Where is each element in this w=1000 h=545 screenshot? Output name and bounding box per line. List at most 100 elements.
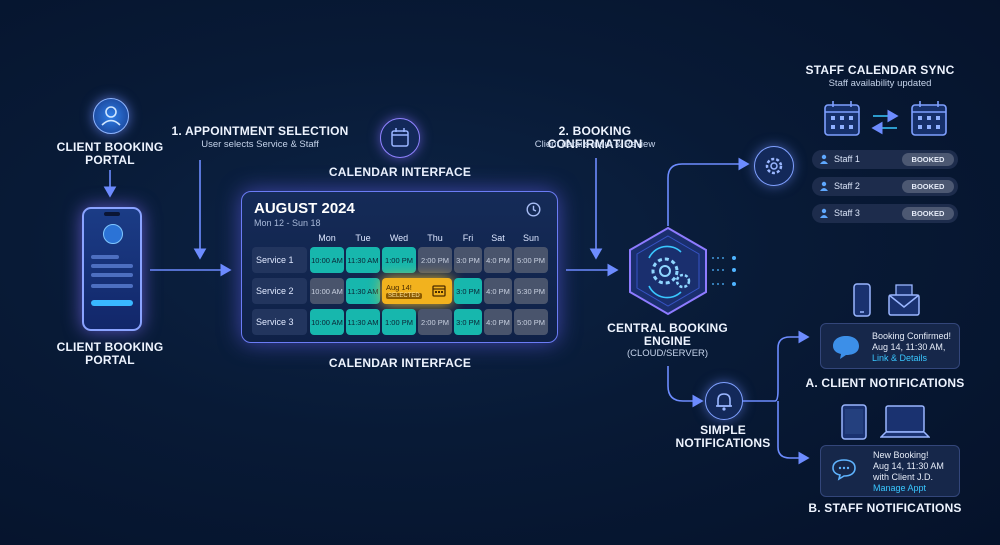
slot-time: 5:00 PM	[517, 317, 545, 327]
time-slot[interactable]: 4:0 PM	[484, 278, 512, 304]
tablet-icon	[841, 404, 867, 440]
phone-avatar-icon	[103, 224, 123, 244]
day-header: Thu	[427, 233, 443, 243]
time-slot[interactable]: 4:0 PM	[484, 309, 512, 335]
time-slot[interactable]: 5:00 PM	[514, 309, 548, 335]
time-slot[interactable]: 2:00 PM	[418, 247, 452, 273]
sync-title: STAFF CALENDAR SYNC	[805, 63, 955, 77]
slot-time: 2:00 PM	[421, 317, 449, 327]
staff-name: Staff 1	[834, 154, 860, 164]
staff-notification-card: New Booking! Aug 14, 11:30 AM with Clien…	[820, 445, 960, 497]
slot-time: 11:30 AM	[347, 286, 379, 296]
time-slot[interactable]: 11:30 AM	[346, 247, 380, 273]
portal-top-label: CLIENT BOOKING PORTAL	[56, 140, 164, 167]
time-slot[interactable]: 3:0 PM	[454, 309, 482, 335]
staff-calendar-icon	[824, 101, 860, 136]
staff-notifications-label: B. STAFF NOTIFICATIONS	[808, 501, 962, 515]
simple-notifications-label: SIMPLE NOTIFICATIONS	[675, 423, 771, 450]
slot-time: 10:00 AM	[311, 255, 343, 265]
staff-notif-line3: with Client J.D.	[873, 472, 934, 482]
day-header: Wed	[389, 233, 409, 243]
calendar-month: AUGUST 2024	[254, 200, 355, 217]
staff-notif-line1: New Booking!	[873, 450, 929, 460]
day-header: Sun	[522, 233, 539, 243]
client-notif-link[interactable]: Link & Details	[872, 353, 928, 363]
selected-time-slot[interactable]: Aug 14!SELECTED	[382, 278, 452, 304]
time-slot[interactable]: 10:00 AM	[310, 278, 344, 304]
time-slot[interactable]: 3:0 PM	[454, 247, 482, 273]
day-header: Mon	[318, 233, 336, 243]
email-envelope-icon	[888, 284, 920, 316]
smartphone-icon	[853, 283, 871, 317]
engine-sub: (CLOUD/SERVER)	[626, 348, 709, 359]
phone-mockup	[82, 207, 142, 331]
chat-bubbles-icon	[832, 459, 856, 481]
slot-time: 1:00 PM	[385, 255, 413, 265]
time-slot[interactable]: 11:30 AM	[346, 278, 380, 304]
slot-time: 11:30 AM	[347, 255, 379, 265]
client-notif-line1: Booking Confirmed!	[872, 331, 952, 341]
phone-submit-button	[91, 300, 133, 306]
slot-time: 5:30 PM	[517, 286, 545, 296]
step2-desc: Client details input & Review	[534, 139, 656, 150]
staff-name: Staff 3	[834, 208, 860, 218]
slot-time: 1:00 PM	[385, 317, 413, 327]
staff-notif-line2: Aug 14, 11:30 AM	[873, 461, 944, 471]
step2-title: 2. BOOKING CONFIRMATION	[547, 124, 643, 151]
client-notification-card: Booking Confirmed! Aug 14, 11:30 AM, Lin…	[820, 323, 960, 369]
step1-desc: User selects Service & Staff	[201, 139, 319, 150]
calendar-range: Mon 12 - Sun 18	[254, 218, 321, 228]
slot-time: 2:00 PM	[421, 255, 449, 265]
slot-time: 10:00 AM	[311, 286, 343, 296]
person-icon	[820, 208, 828, 218]
slot-time: 4:0 PM	[486, 255, 510, 265]
selected-badge: SELECTED	[386, 293, 422, 299]
calendar-bottom-label: CALENDAR INTERFACE	[328, 356, 472, 370]
day-header: Sat	[491, 233, 505, 243]
calendar-card: AUGUST 2024 Mon 12 - Sun 18 Mon Tue Wed Thu…	[241, 191, 558, 343]
slot-time: 5:00 PM	[517, 255, 545, 265]
slot-time: 4:0 PM	[486, 317, 510, 327]
time-slot[interactable]: 2:00 PM	[418, 309, 452, 335]
time-slot[interactable]: 10:00 AM	[310, 309, 344, 335]
day-header: Fri	[462, 233, 474, 243]
time-slot[interactable]: 11:30 AM	[346, 309, 380, 335]
time-slot[interactable]: 4:0 PM	[484, 247, 512, 273]
service-label: Service 2	[252, 278, 307, 304]
booked-badge: BOOKED	[902, 207, 954, 220]
time-slot[interactable]: 5:30 PM	[514, 278, 548, 304]
time-slot[interactable]: 1:00 PM	[382, 309, 416, 335]
step1-title: 1. APPOINTMENT SELECTION	[171, 124, 349, 138]
slot-time: 3:0 PM	[456, 255, 480, 265]
settings-gear-icon	[754, 146, 794, 186]
time-slot[interactable]: 5:00 PM	[514, 247, 548, 273]
service-label: Service 1	[252, 247, 307, 273]
sync-sub: Staff availability updated	[828, 78, 932, 89]
gear-engine-icon	[629, 226, 707, 316]
service-label: Service 3	[252, 309, 307, 335]
day-header: Tue	[355, 233, 371, 243]
time-slot[interactable]: 1:00 PM	[382, 247, 416, 273]
client-notif-line2: Aug 14, 11:30 AM,	[872, 342, 946, 352]
calendar-icon	[380, 118, 420, 158]
calendar-icon-label: CALENDAR INTERFACE	[328, 165, 472, 179]
staff-name: Staff 2	[834, 181, 860, 191]
time-slot[interactable]: 10:00 AM	[310, 247, 344, 273]
client-notifications-label: A. CLIENT NOTIFICATIONS	[805, 376, 965, 390]
staff-row: Staff 3 BOOKED	[812, 204, 958, 223]
bell-icon	[705, 382, 743, 420]
user-avatar-icon	[93, 98, 129, 134]
engine-title: CENTRAL BOOKING ENGINE	[607, 321, 728, 348]
staff-notif-link[interactable]: Manage Appt	[873, 483, 927, 493]
slot-time: 3:0 PM	[456, 317, 480, 327]
time-slot[interactable]: 3:0 PM	[454, 278, 482, 304]
person-icon	[820, 181, 828, 191]
slot-time: 11:30 AM	[347, 317, 379, 327]
portal-bottom-label: CLIENT BOOKING PORTAL	[56, 340, 164, 367]
slot-time: 4:0 PM	[486, 286, 510, 296]
laptop-icon	[880, 405, 930, 438]
clock-icon	[526, 202, 541, 217]
